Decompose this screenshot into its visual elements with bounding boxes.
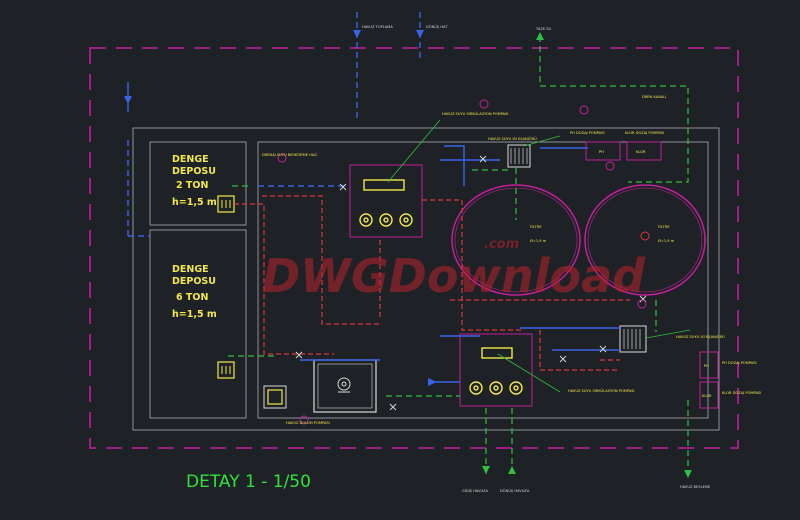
- heat-exchanger-bottom: [619, 325, 647, 353]
- leader-lines: [387, 119, 691, 393]
- filter-1-size: Ø=1,9 m: [530, 238, 547, 243]
- ph-box-tag: PH: [599, 150, 604, 154]
- note-drainage: DRENAJ SUYU BIRIKTIRME HAZ.: [262, 153, 318, 157]
- note-fill-pump: HAVUZ DOLUM POMPASI: [286, 421, 330, 425]
- filter-2: [584, 184, 706, 296]
- arrow-down-2: [416, 30, 424, 38]
- filter-2-center: [640, 231, 650, 241]
- valves: [295, 155, 647, 411]
- filter-2-size: Ø=1,9 m: [658, 238, 675, 243]
- note-gidis: GİDİŞ HAVUZA: [462, 488, 489, 493]
- tank-1-name: DENGE: [172, 154, 209, 165]
- tag-circles: [277, 99, 647, 425]
- note-taze-su: TAZE SU: [535, 27, 552, 31]
- heat-exchanger-top: [507, 144, 531, 168]
- room-inner-outline: [257, 141, 709, 419]
- arrow-down-4: [482, 466, 490, 474]
- tank-2ton-label: DENGE DEPOSU 2 TON h=1,5 m: [172, 154, 217, 208]
- fill-pump-box-1: [217, 195, 235, 213]
- tank-2-name: DENGE: [172, 264, 209, 275]
- ph-pump-note-right: PH DOZAJ POMPASI: [722, 361, 757, 365]
- outer-boundary: [89, 47, 739, 449]
- pump-group-bottom: [459, 333, 533, 407]
- room-outline: [132, 127, 720, 431]
- klor-pump-note: KLOR DOZAJ POMPASI: [625, 131, 664, 135]
- watermark-suffix: .com: [484, 237, 519, 252]
- klor-box-tag-right: KLOR: [702, 394, 712, 398]
- note-donus: DÖNÜŞ HAVUZA: [500, 488, 530, 493]
- note-pump-top: HAVUZ SUYU SİRKÜLASYON POMPASI: [442, 111, 508, 116]
- drain-sump-inner: [317, 363, 373, 409]
- tank-2-height: h=1,5 m: [172, 309, 217, 320]
- drawing-title: DETAY 1 - 1/50: [186, 472, 311, 492]
- fill-pump-box-2: [217, 361, 235, 379]
- red-pipes: [234, 195, 630, 371]
- arrow-up-1: [508, 466, 516, 474]
- note-heat-exchanger: HAVUZ SUYU ISI EŞANJÖRÜ: [488, 136, 537, 141]
- pump-set-top: [359, 179, 413, 227]
- filter-1: [451, 184, 581, 296]
- tank-2ton: [149, 141, 247, 226]
- tank-1-capacity: 2 TON: [176, 180, 208, 191]
- klor-box-tag: KLOR: [636, 150, 646, 154]
- tank-1-height: h=1,5 m: [172, 197, 217, 208]
- klor-dosing-box: [626, 141, 662, 161]
- klor-dosing-box-right: [699, 381, 719, 409]
- klor-pump-note-right: KLOR DOZAJ POMPASI: [722, 391, 761, 395]
- pump-group-top: [349, 164, 423, 238]
- arrow-down-1: [353, 30, 361, 38]
- note-besleme: HAVUZ BESLEME: [680, 485, 711, 489]
- note-dren-kanali: DREN KANALI: [642, 95, 666, 99]
- ph-dosing-box-right: [699, 351, 719, 379]
- tank-1-line2: DEPOSU: [172, 166, 216, 177]
- tank-6ton: [149, 229, 247, 419]
- tank-2-line2: DEPOSU: [172, 276, 216, 287]
- note-dirsek: DÖNÜŞ HAT: [426, 24, 448, 29]
- ph-box-tag-right: PH: [704, 364, 709, 368]
- fill-pump-box-3: [263, 385, 287, 409]
- tank-6ton-label: DENGE DEPOSU 6 TON h=1,5 m: [172, 264, 217, 320]
- note-heat-exchanger-right: HAVUZ SUYU ISI EŞANJÖRÜ: [676, 334, 725, 339]
- filter-2-label: FİLTRE: [658, 224, 670, 229]
- watermark-brand: DWGDownload: [262, 249, 646, 303]
- pump-set-bottom: [469, 347, 523, 395]
- filter-2-inner: [587, 187, 703, 293]
- ph-dosing-box: [585, 141, 621, 161]
- arrow-up-2: [536, 32, 544, 40]
- note-pump-bottom: HAVUZ SUYU SİRKÜLASYON POMPASI: [568, 388, 634, 393]
- arrow-down-3: [124, 96, 132, 104]
- note-havuz-top: HAVUZ TOPLAMA: [362, 25, 393, 29]
- watermark: DWGDownload .com: [262, 237, 646, 303]
- submersible-pump-icon: [337, 377, 351, 393]
- filter-1-label: FİLTRE: [530, 224, 542, 229]
- arrow-down-5: [684, 470, 692, 478]
- green-pipes: [228, 36, 689, 480]
- tank-2-capacity: 6 TON: [176, 292, 208, 303]
- ph-pump-note: PH DOZAJ POMPASI: [570, 131, 605, 135]
